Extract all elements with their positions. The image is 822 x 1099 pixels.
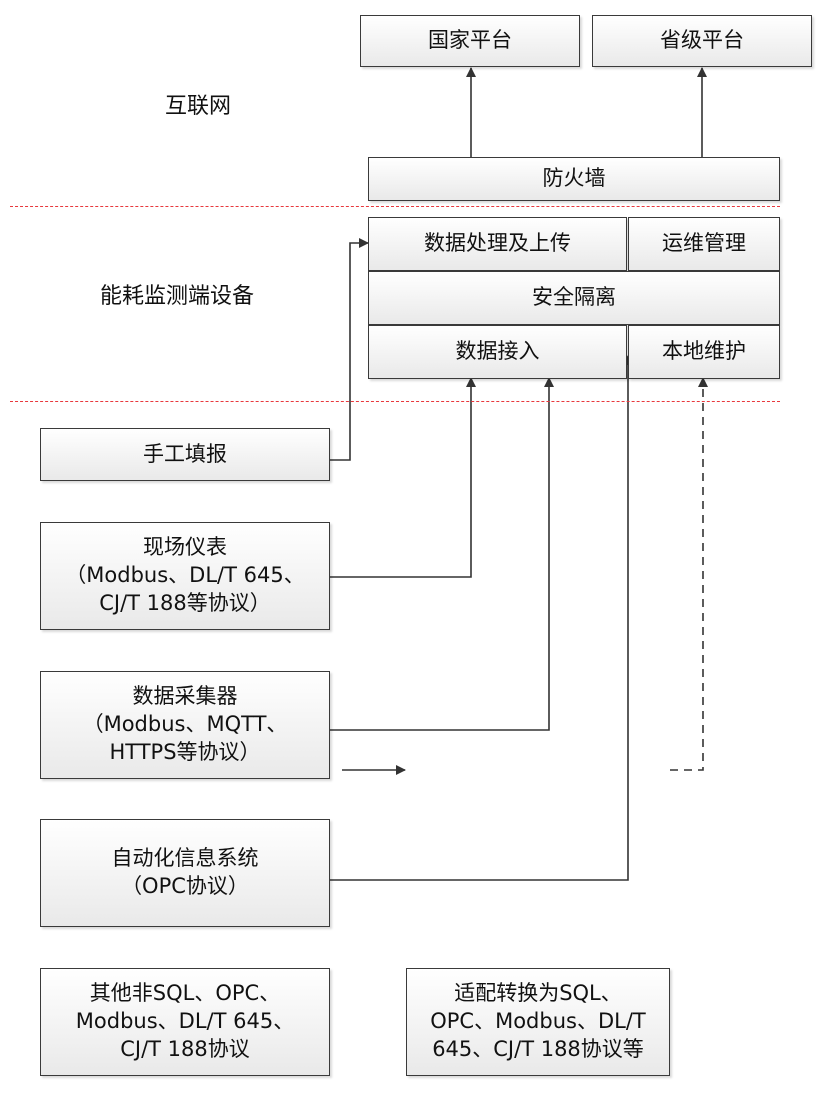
protocol-adapter-line: OPC、Modbus、DL/T — [430, 1009, 646, 1034]
security-isolation-label: 安全隔离 — [532, 285, 616, 310]
data-collector-line: HTTPS等协议） — [109, 739, 261, 764]
data-collector-line: 数据采集器 — [132, 684, 238, 709]
field-meters-line: CJ/T 188等协议） — [99, 590, 271, 615]
protocol-adapter-line: 645、CJ/T 188协议等 — [432, 1036, 644, 1061]
manual-entry-box: 手工填报 — [40, 428, 330, 481]
manual-to-processing-arrow — [330, 238, 369, 461]
local-maintenance-box: 本地维护 — [628, 325, 780, 379]
processing-upload-label: 数据处理及上传 — [424, 231, 571, 256]
zone-separator-top — [10, 206, 780, 207]
zone-label-device: 能耗监测端设备 — [100, 284, 255, 309]
manual-entry-label: 手工填报 — [143, 441, 227, 466]
provincial-platform-label: 省级平台 — [660, 28, 744, 53]
local-maintenance-label: 本地维护 — [662, 339, 746, 364]
automation-system-box: 自动化信息系统 （OPC协议） — [40, 819, 330, 927]
collector-to-access-arrow — [330, 377, 554, 731]
field-meters-line: （Modbus、DL/T 645、 — [65, 563, 305, 588]
data-access-label: 数据接入 — [455, 339, 540, 364]
field-meters-line: 现场仪表 — [142, 535, 227, 560]
protocol-adapter-box: 适配转换为SQL、 OPC、Modbus、DL/T 645、CJ/T 188协议… — [406, 968, 670, 1076]
automation-system-line: （OPC协议） — [121, 874, 249, 898]
adapter-to-maintenance-arrow — [670, 377, 708, 771]
zone-label-internet: 互联网 — [165, 94, 232, 119]
ops-management-label: 运维管理 — [662, 231, 746, 256]
security-isolation-box: 安全隔离 — [368, 271, 780, 325]
provincial-platform-box: 省级平台 — [592, 15, 812, 67]
automation-to-access-arrow — [330, 355, 633, 881]
firewall-label: 防火墙 — [542, 166, 606, 191]
other-protocols-box: 其他非SQL、OPC、 Modbus、DL/T 645、 CJ/T 188协议 — [40, 968, 330, 1076]
other-protocols-line: Modbus、DL/T 645、 — [75, 1009, 295, 1034]
data-access-box: 数据接入 — [368, 325, 627, 379]
field-meters-box: 现场仪表 （Modbus、DL/T 645、 CJ/T 188等协议） — [40, 522, 330, 630]
zone-separator-bottom — [10, 401, 780, 402]
national-platform-box: 国家平台 — [360, 15, 580, 67]
automation-system-line: 自动化信息系统 — [111, 846, 259, 871]
other-protocols-line: CJ/T 188协议 — [120, 1036, 250, 1061]
meters-to-access-arrow — [330, 377, 476, 578]
protocol-adapter-line: 适配转换为SQL、 — [454, 981, 622, 1006]
data-collector-box: 数据采集器 （Modbus、MQTT、 HTTPS等协议） — [40, 671, 330, 779]
national-platform-label: 国家平台 — [428, 28, 512, 53]
ops-management-box: 运维管理 — [628, 217, 780, 271]
firewall-box: 防火墙 — [368, 157, 780, 201]
processing-upload-box: 数据处理及上传 — [368, 217, 627, 271]
data-collector-line: （Modbus、MQTT、 — [82, 712, 288, 737]
other-protocols-line: 其他非SQL、OPC、 — [89, 981, 281, 1006]
